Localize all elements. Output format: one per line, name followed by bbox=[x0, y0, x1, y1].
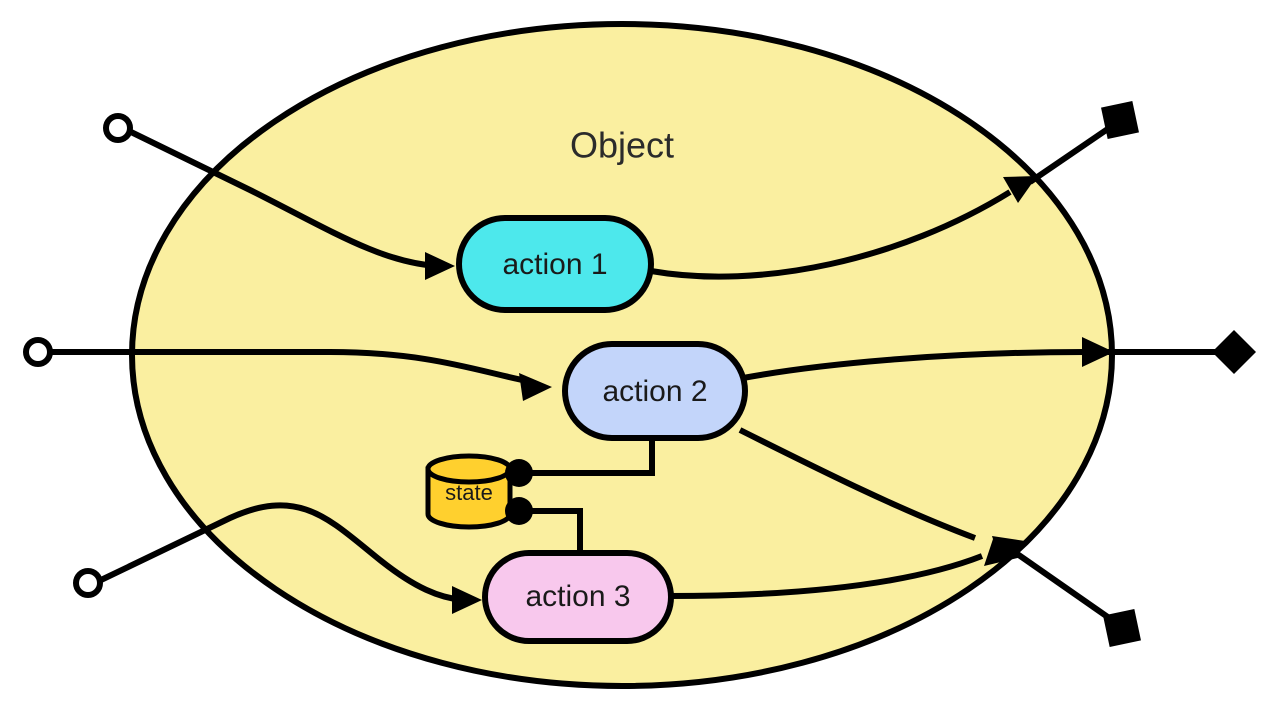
cylinder-top bbox=[425, 453, 513, 485]
node-action1[interactable]: action 1 bbox=[456, 215, 654, 313]
edge-state-to-action3[interactable] bbox=[528, 508, 583, 562]
edge-action3-to-output3[interactable] bbox=[668, 536, 1141, 647]
edge-path bbox=[742, 349, 1086, 381]
edge-path bbox=[650, 189, 1012, 280]
arrowhead-icon bbox=[1003, 176, 1037, 203]
filled-diamond-marker-icon[interactable] bbox=[1212, 330, 1256, 374]
node-shape[interactable] bbox=[562, 341, 748, 441]
edge-tail bbox=[1028, 121, 1117, 185]
input-port-1-open-circle-icon[interactable] bbox=[103, 113, 133, 143]
node-action2[interactable]: action 2 bbox=[562, 341, 748, 441]
node-shape[interactable] bbox=[482, 550, 674, 644]
node-state-store[interactable]: state bbox=[425, 453, 513, 530]
node-action3[interactable]: action 3 bbox=[482, 550, 674, 644]
filled-square-marker-icon[interactable] bbox=[1103, 609, 1141, 647]
edge-input1-to-action1[interactable] bbox=[129, 129, 455, 280]
arrowhead-icon bbox=[992, 536, 1025, 564]
arrowhead-icon bbox=[425, 252, 455, 280]
edge-path bbox=[51, 349, 533, 385]
arrowhead-icon bbox=[452, 586, 482, 614]
edge-path bbox=[99, 502, 464, 603]
edge-tail bbox=[1011, 548, 1114, 623]
edge-state-to-action2[interactable] bbox=[528, 437, 655, 476]
edge-path bbox=[738, 427, 977, 541]
edge-input2-to-action2[interactable] bbox=[51, 349, 552, 401]
input-port-2-open-circle-icon[interactable] bbox=[23, 337, 53, 367]
edge-path bbox=[129, 129, 438, 269]
edge-action2-to-output2[interactable] bbox=[742, 330, 1256, 381]
arrowhead-icon bbox=[1082, 337, 1114, 367]
state-port-bottom-filled-circle-icon[interactable] bbox=[505, 497, 533, 525]
arrowhead-icon bbox=[519, 373, 552, 401]
edge-input3-to-action3[interactable] bbox=[99, 502, 482, 614]
filled-square-marker-icon[interactable] bbox=[1101, 101, 1139, 139]
edge-path bbox=[528, 437, 655, 476]
state-port-top-filled-circle-icon[interactable] bbox=[505, 459, 533, 487]
edge-path bbox=[528, 508, 583, 562]
input-port-3-open-circle-icon[interactable] bbox=[73, 568, 103, 598]
edge-path bbox=[668, 553, 984, 599]
edge-action1-to-output1[interactable] bbox=[650, 101, 1139, 280]
node-shape[interactable] bbox=[456, 215, 654, 313]
